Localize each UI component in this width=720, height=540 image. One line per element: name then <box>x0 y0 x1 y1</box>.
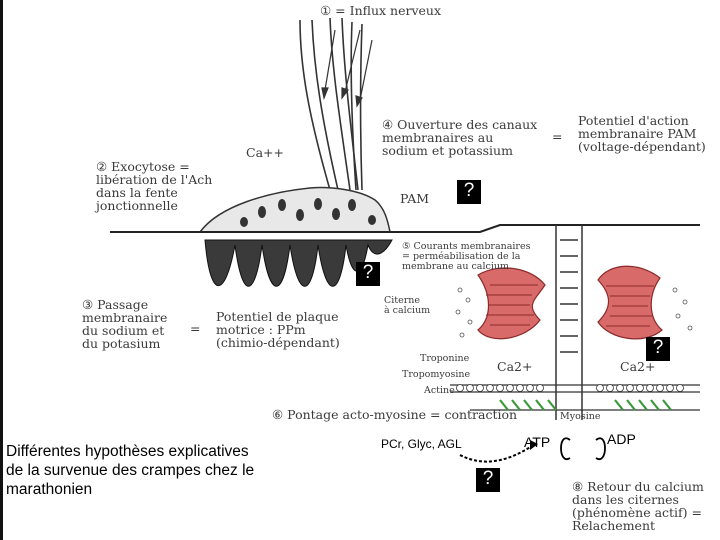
caption: Différentes hypothèses explicatives de l… <box>6 443 255 498</box>
myosine-label: Myosine <box>560 411 601 422</box>
cisterna-right <box>597 265 663 340</box>
potentiel-action-label: Potentiel d'action membranaire PAM (volt… <box>578 113 706 154</box>
cross-bridges <box>499 399 672 411</box>
cisterna-left <box>477 267 546 340</box>
retour-label: ⑧ Retour du calcium dans les citernes (p… <box>572 479 704 533</box>
ca2-label-left: Ca2+ <box>497 359 533 374</box>
actin-beads <box>456 384 684 392</box>
question-mark-3: ? <box>646 337 670 361</box>
troponine-label: Troponine <box>420 353 470 364</box>
adp-label: ADP <box>607 431 636 447</box>
pcr-to-atp-arrow <box>459 445 533 463</box>
left-border <box>0 0 3 540</box>
t-tubule <box>555 225 583 420</box>
equals-sign-2: = <box>190 321 201 336</box>
question-mark-4: ? <box>476 468 500 492</box>
citerne-label: Citerne à calcium <box>384 295 431 316</box>
atp-label: ATP <box>524 434 551 450</box>
tropomyosine-label: Tropomyosine <box>402 369 471 380</box>
atp-adp-cycle <box>560 437 606 461</box>
membrane-right <box>392 224 700 233</box>
ca2-label-right: Ca2+ <box>620 359 656 374</box>
nerve-terminal <box>198 186 391 233</box>
passage-label: ③ Passage membranaire du sodium et du po… <box>82 297 168 351</box>
calcium-label: Ca++ <box>246 145 284 160</box>
pam-label: PAM <box>400 191 430 206</box>
vesicles <box>240 198 376 227</box>
pcr-arrowhead <box>530 440 538 450</box>
question-mark-1: ? <box>457 180 481 204</box>
nerve-fibres <box>299 17 363 191</box>
courants-label: ⑤ Courants membranaires = perméabilisati… <box>402 241 531 272</box>
influx-label: ① = Influx nerveux <box>320 3 442 18</box>
substrates-label: PCr, Glyc, AGL <box>381 437 462 451</box>
potentiel-plaque-label: Potentiel de plaque motrice : PPm (chimi… <box>216 309 340 350</box>
ouverture-label: ④ Ouverture des canaux membranaires au s… <box>382 117 538 158</box>
question-mark-2: ? <box>356 262 380 286</box>
influx-arrows <box>321 29 373 108</box>
equals-sign-1: = <box>552 129 563 144</box>
cisterna-stripes <box>486 284 654 327</box>
exocytose-label: ② Exocytose = libération de l'Ach dans l… <box>96 159 213 213</box>
actine-label: Actine <box>424 385 455 396</box>
pontage-label: ⑥ Pontage acto-myosine = contraction <box>272 407 518 422</box>
granules <box>455 287 693 338</box>
